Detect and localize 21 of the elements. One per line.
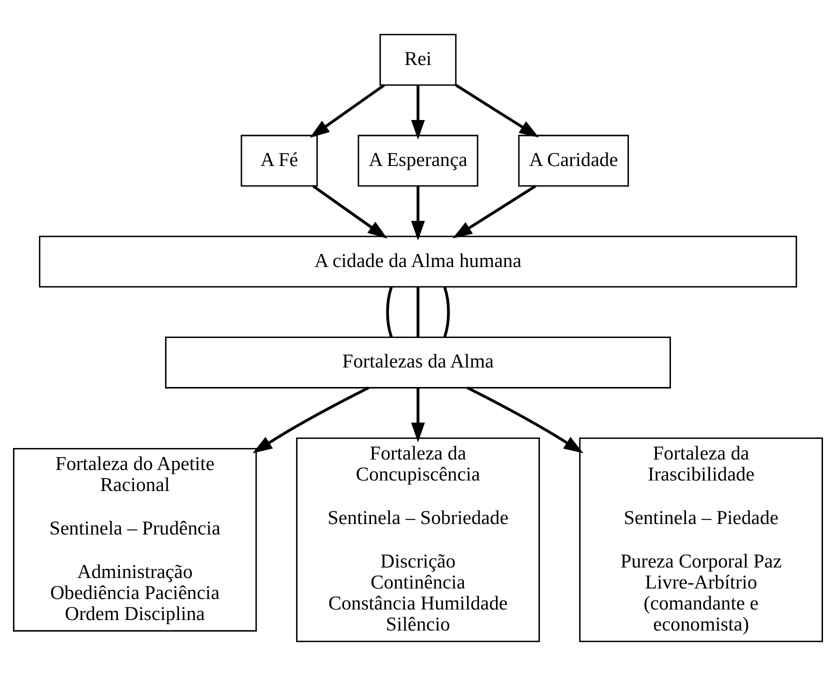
node-box: Fortalezas da Alma <box>165 336 671 388</box>
node-box: A Fé <box>240 134 318 186</box>
connector <box>416 286 420 337</box>
arrow <box>466 386 584 453</box>
node-box: A Caridade <box>518 134 629 186</box>
arrow <box>411 387 425 442</box>
arrow <box>310 84 385 138</box>
node-box: Fortaleza da Irascibilidade Sentinela – Piedade Pureza Corporal Paz Livre-Arbítrio (comandante e economista) <box>579 437 823 642</box>
arrow <box>312 184 388 238</box>
node-box: Fortaleza da Concupiscência Sentinela – Sobriedade Discrição Continência Constância Humildade Silêncio <box>296 437 540 642</box>
arrow <box>411 84 425 140</box>
arrow <box>411 186 425 240</box>
node-box: Fortaleza do Apetite Racional Sentinela – Prudência Administração Obediência Paciência Ordem Disciplina <box>13 448 257 632</box>
arrow <box>452 184 536 238</box>
arrow <box>455 84 539 137</box>
connector <box>443 286 450 338</box>
node-box: Rei <box>379 33 457 86</box>
node-box: A cidade da Alma humana <box>38 235 798 288</box>
connector <box>386 286 393 338</box>
arrow <box>252 386 370 453</box>
node-box: A Esperança <box>358 134 478 186</box>
